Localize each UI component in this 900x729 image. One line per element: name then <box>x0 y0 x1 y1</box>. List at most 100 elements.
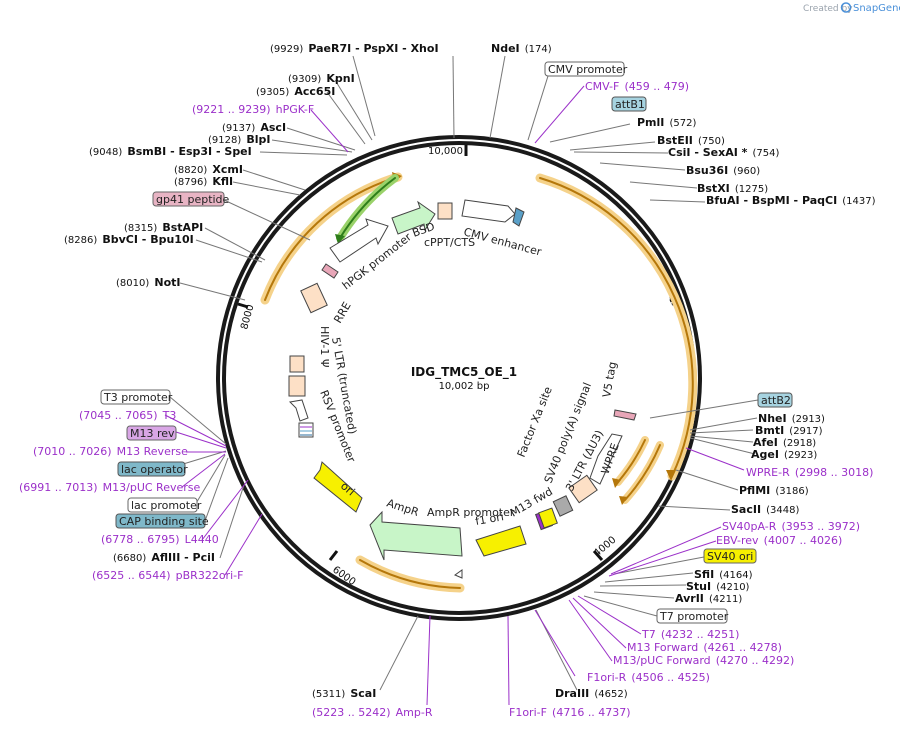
box-lac-promoter-bg <box>127 497 198 513</box>
primer-ebv-rev[interactable]: EBV-rev (4007 .. 4026) <box>716 529 842 548</box>
feature-sv40-ori <box>538 507 558 529</box>
connector-cmv-promoter <box>527 75 549 141</box>
site-agei[interactable]: AgeI (2923) <box>751 443 817 462</box>
box-lac-operator[interactable]: lac operator <box>117 461 188 477</box>
box-cap-site-bg <box>115 513 206 529</box>
site-avrii[interactable]: AvrII (4211) <box>675 587 742 606</box>
label-ampr-promoter: AmpR promoter <box>427 506 515 519</box>
site-pmli[interactable]: PmlI (572) <box>637 111 696 130</box>
box-cmv-promoter[interactable]: CMV promoter <box>544 61 628 77</box>
feature-cmv-enhancer <box>461 199 516 223</box>
site-kpni[interactable]: (9309) KpnI <box>288 67 355 86</box>
box-attb1-text: attB1 <box>615 98 645 111</box>
site-paer7i[interactable]: (9929) PaeR7I - PspXI - XhoI <box>270 37 439 56</box>
primer-m13-reverse[interactable]: (7010 .. 7026) M13 Reverse <box>33 440 188 459</box>
box-attb1[interactable]: attB1 <box>611 96 647 112</box>
site-ndei[interactable]: NdeI (174) <box>491 37 552 56</box>
box-t3-promoter-bg <box>100 389 171 405</box>
box-lac-promoter-text: lac promoter <box>131 499 202 512</box>
site-bsmbi[interactable]: (9048) BsmBI - Esp3I - SpeI <box>89 140 252 159</box>
site-afliii[interactable]: (6680) AflIII - PciI <box>113 546 215 565</box>
box-attb2[interactable]: attB2 <box>757 392 793 408</box>
box-m13-rev[interactable]: M13 rev <box>126 425 177 441</box>
primer-m13-forward[interactable]: M13 Forward (4261 .. 4278) <box>627 636 782 655</box>
site-bstxi[interactable]: BstXI (1275) <box>697 177 768 196</box>
site-scai[interactable]: (5311) ScaI <box>312 682 376 701</box>
feature-sv40pa <box>552 495 574 517</box>
label-ampr: AmpR <box>385 496 421 519</box>
box-lac-promoter[interactable]: lac promoter <box>127 497 202 513</box>
box-gp41[interactable]: gp41 peptide <box>152 191 230 207</box>
box-attb2-bg <box>757 392 793 408</box>
site-kfli[interactable]: (8796) KflI <box>174 170 233 189</box>
site-bstapi[interactable]: (8315) BstAPI <box>124 216 203 235</box>
connector-bbvci <box>195 239 263 263</box>
connector-bstxi <box>629 181 698 189</box>
site-bbvci[interactable]: (8286) BbvCI - Bpu10I <box>64 228 194 247</box>
box-t7-promoter[interactable]: T7 promoter <box>656 608 729 624</box>
connector-amp-r <box>426 615 431 706</box>
primer-amp-r[interactable]: (5223 .. 5242) Amp-R <box>312 701 433 720</box>
primer-hpgk-f[interactable]: (9221 .. 9239) hPGK-F <box>192 98 314 117</box>
site-afei[interactable]: AfeI (2918) <box>753 431 816 450</box>
primer-l4440[interactable]: (6778 .. 6795) L4440 <box>101 528 219 547</box>
connector-bmti <box>689 429 754 434</box>
connector-nhei <box>689 417 758 431</box>
connector-t7 <box>577 595 642 635</box>
connector-acc65i <box>334 79 373 141</box>
box-sv40-ori[interactable]: SV40 ori <box>703 548 757 564</box>
primer-t7[interactable]: T7 (4232 .. 4251) <box>641 623 739 642</box>
primer-wpre-r[interactable]: WPRE-R (2998 .. 3018) <box>746 461 873 480</box>
connector-stui <box>599 584 687 587</box>
site-acc65i[interactable]: (9305) Acc65I <box>256 80 335 99</box>
box-t3-promoter[interactable]: T3 promoter <box>100 389 173 405</box>
feature-ori <box>313 461 363 513</box>
site-draiii[interactable]: DraIII (4652) <box>555 682 628 701</box>
features <box>288 199 637 579</box>
connector-sacii <box>657 505 731 511</box>
site-asci[interactable]: (9137) AscI <box>222 116 286 135</box>
site-bsteii[interactable]: BstEII (750) <box>657 129 725 148</box>
feature-v5 <box>613 409 637 421</box>
site-stui[interactable]: StuI (4210) <box>686 575 750 594</box>
box-attb2-text: attB2 <box>761 394 791 407</box>
primer-cmv-f[interactable]: CMV-F (459 .. 479) <box>585 75 689 94</box>
primer-m13puc-forward[interactable]: M13/pUC Forward (4270 .. 4292) <box>613 649 794 668</box>
site-bfuai[interactable]: BfuAI - BspMI - PaqCI (1437) <box>706 189 876 208</box>
box-m13-rev-bg <box>126 425 177 441</box>
box-cap-site[interactable]: CAP binding site <box>115 513 209 529</box>
connector-paer7i <box>452 55 455 139</box>
box-cmv-promoter-bg <box>544 61 625 77</box>
primer-sv40pa-r[interactable]: SV40pA-R (3953 .. 3972) <box>722 515 860 534</box>
connector-blpi <box>271 139 353 153</box>
site-pflmi[interactable]: PflMI (3186) <box>739 479 809 498</box>
site-nhei[interactable]: NheI (2913) <box>758 407 825 426</box>
primer-m13puc-reverse[interactable]: (6991 .. 7013) M13/pUC Reverse <box>19 476 201 495</box>
site-bmti[interactable]: BmtI (2917) <box>755 419 823 438</box>
site-blpi[interactable]: (9128) BlpI <box>208 128 270 147</box>
connector-m13-rev <box>175 431 227 449</box>
box-lac-operator-text: lac operator <box>121 463 188 476</box>
orf-arc-wpre-1-arrow-icon <box>619 496 628 505</box>
tick-label-10000: 10,000 <box>428 146 463 157</box>
feature-ltr5 <box>288 375 306 397</box>
primer-f1ori-r[interactable]: F1ori-R (4506 .. 4525) <box>587 666 710 685</box>
site-sfii[interactable]: SfiI (4164) <box>694 563 753 582</box>
primer-f1ori-f[interactable]: F1ori-F (4716 .. 4737) <box>509 701 631 720</box>
credit-prefix: Created by <box>803 4 853 14</box>
orf-arc-bsd-arrow-icon <box>335 234 345 244</box>
site-csii[interactable]: CsiI - SexAI * (754) <box>668 141 779 160</box>
connector-bsu36i <box>599 162 686 171</box>
box-sv40-ori-text: SV40 ori <box>707 550 753 563</box>
primer-pbr322ori-f[interactable]: (6525 .. 6544) pBR322ori-F <box>92 564 243 583</box>
plasmid-title: IDG_TMC5_OE_1 10,002 bp <box>411 365 517 392</box>
site-sacii[interactable]: SacII (3448) <box>731 498 800 517</box>
site-xcmi[interactable]: (8820) XcmI <box>174 158 243 177</box>
box-sv40-ori-bg <box>703 548 757 564</box>
orf-arc-left <box>264 176 399 301</box>
primer-t3[interactable]: (7045 .. 7065) T3 <box>79 404 176 423</box>
site-bsu36i[interactable]: Bsu36I (960) <box>686 159 760 178</box>
site-noti[interactable]: (8010) NotI <box>116 271 180 290</box>
connector-sv40-ori <box>613 556 705 575</box>
